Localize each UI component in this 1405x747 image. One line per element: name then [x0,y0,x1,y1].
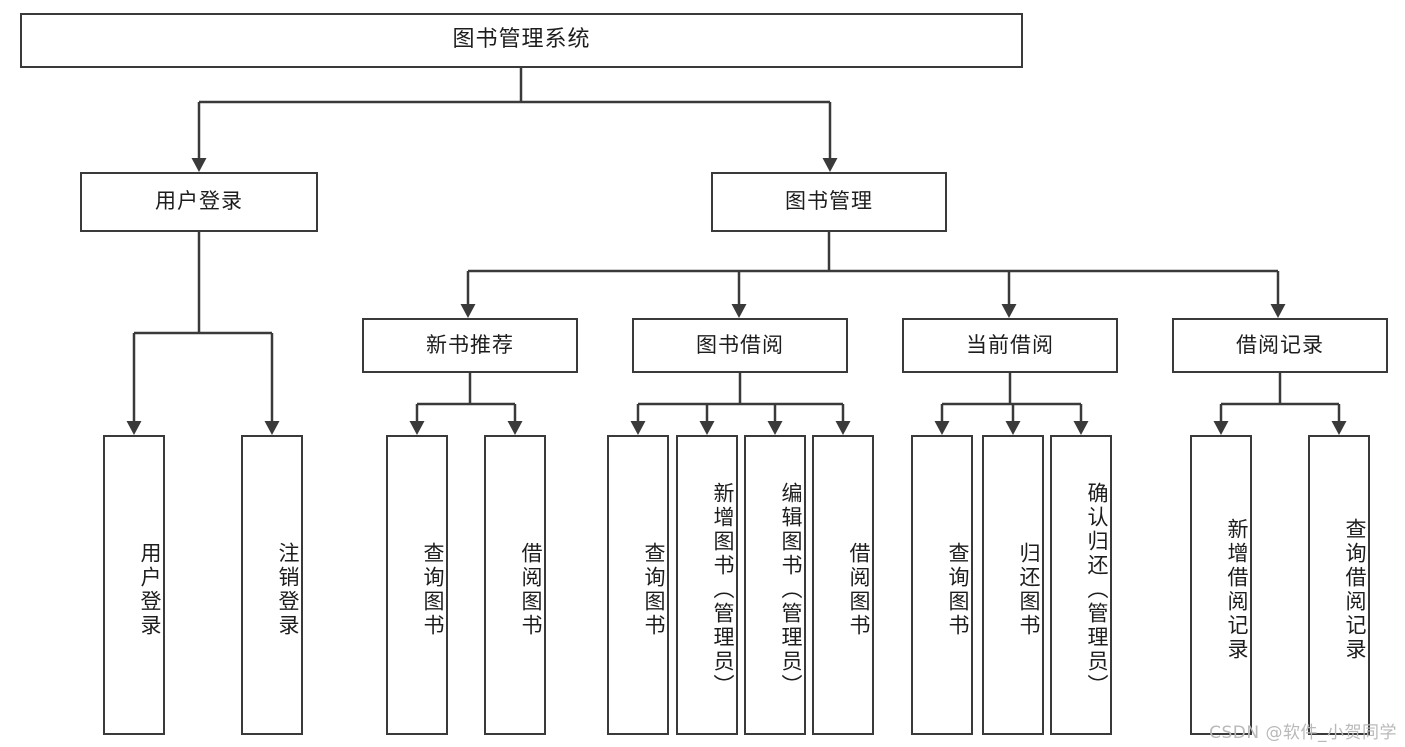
current-borrow-arrow-2-head [1073,421,1089,435]
book-manage-arrow-3-head [1270,304,1286,318]
node-borrow-record[interactable]: 借阅记录 [1172,318,1388,373]
node-label: 归还图书 [1017,542,1041,638]
node-label: 编辑图书（管理员） [779,482,803,698]
node-leaf-confirm-return[interactable]: 确认归还（管理员） [1050,435,1112,735]
user-login-arrow-1-head [264,421,280,435]
node-leaf-add-book[interactable]: 新增图书（管理员） [676,435,738,735]
node-label: 查询图书 [946,542,970,638]
node-label: 查询借阅记录 [1343,518,1367,662]
book-borrow-arrow-3-head [835,421,851,435]
node-label: 查询图书 [642,542,666,638]
node-label: 新增借阅记录 [1225,518,1249,662]
node-leaf-borrow-book-2[interactable]: 借阅图书 [812,435,874,735]
current-borrow-arrow-1-head [1005,421,1021,435]
node-leaf-query-book-3[interactable]: 查询图书 [911,435,973,735]
node-label: 图书借阅 [696,332,784,357]
node-leaf-add-record[interactable]: 新增借阅记录 [1190,435,1252,735]
node-label: 查询图书 [421,542,445,638]
node-label: 新书推荐 [426,332,514,357]
node-leaf-return-book[interactable]: 归还图书 [982,435,1044,735]
book-borrow-arrow-2-head [767,421,783,435]
node-leaf-user-login[interactable]: 用户登录 [103,435,165,735]
book-manage-arrow-1-head [731,304,747,318]
borrow-record-arrow-0-head [1213,421,1229,435]
node-leaf-query-book-1[interactable]: 查询图书 [386,435,448,735]
node-root[interactable]: 图书管理系统 [20,13,1023,68]
node-book-manage[interactable]: 图书管理 [711,172,947,232]
new-book-rec-arrow-1-head [507,421,523,435]
new-book-rec-arrow-0-head [409,421,425,435]
node-leaf-edit-book[interactable]: 编辑图书（管理员） [744,435,806,735]
node-label: 图书管理 [785,189,873,214]
node-user-login[interactable]: 用户登录 [80,172,318,232]
node-leaf-query-record[interactable]: 查询借阅记录 [1308,435,1370,735]
node-new-book-rec[interactable]: 新书推荐 [362,318,578,373]
node-label: 确认归还（管理员） [1085,482,1109,698]
borrow-record-arrow-1-head [1331,421,1347,435]
book-manage-arrow-2-head [1001,304,1017,318]
csdn-watermark: CSDN @软件_小贺同学 [1209,723,1397,743]
book-borrow-arrow-0-head [630,421,646,435]
root-arrow-0-head [191,158,207,172]
node-label: 当前借阅 [966,332,1054,357]
current-borrow-arrow-0-head [934,421,950,435]
node-label: 用户登录 [155,189,243,214]
node-label: 图书管理系统 [452,27,591,53]
root-arrow-1-head [822,158,838,172]
node-label: 借阅图书 [519,542,543,638]
node-leaf-logout[interactable]: 注销登录 [241,435,303,735]
node-leaf-borrow-book-1[interactable]: 借阅图书 [484,435,546,735]
book-manage-arrow-0-head [460,304,476,318]
node-label: 新增图书（管理员） [711,482,735,698]
node-current-borrow[interactable]: 当前借阅 [902,318,1118,373]
node-book-borrow[interactable]: 图书借阅 [632,318,848,373]
node-label: 借阅图书 [847,542,871,638]
node-label: 用户登录 [138,542,162,638]
node-leaf-query-book-2[interactable]: 查询图书 [607,435,669,735]
node-label: 注销登录 [276,542,300,638]
node-label: 借阅记录 [1236,332,1324,357]
user-login-arrow-0-head [126,421,142,435]
book-borrow-arrow-1-head [699,421,715,435]
